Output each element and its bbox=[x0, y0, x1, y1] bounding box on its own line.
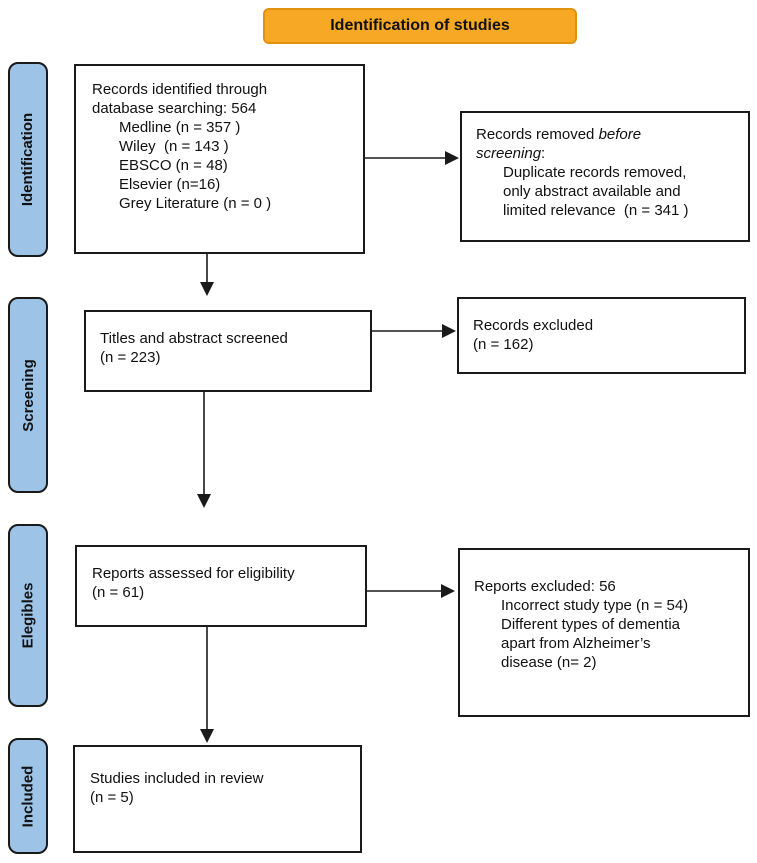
stage-label-elegibles: Elegibles bbox=[19, 582, 37, 649]
stage-label-identification: Identification bbox=[19, 112, 37, 207]
arrow-assessed-to-included bbox=[200, 627, 214, 743]
arrow-identified-to-screened bbox=[200, 254, 214, 296]
box-reports-assessed: Reports assessed for eligibility (n = 61… bbox=[75, 545, 367, 627]
box-records-identified: Records identified through database sear… bbox=[74, 64, 365, 254]
reports-assessed-text: Reports assessed for eligibility (n = 61… bbox=[92, 565, 295, 601]
diagram-title-label: Identification of studies bbox=[330, 17, 510, 34]
arrow-screened-to-excluded bbox=[372, 324, 456, 338]
reports-excluded-reason-1: Incorrect study type (n = 54) bbox=[501, 597, 689, 614]
records-removed-suffix: : bbox=[541, 145, 546, 162]
titles-screened-text: Titles and abstract screened (n = 223) bbox=[100, 330, 288, 366]
stage-tab-screening: Screening bbox=[8, 297, 48, 493]
box-records-removed: Records removed before screening: Duplic… bbox=[460, 111, 750, 242]
arrow-assessed-to-excluded bbox=[367, 584, 455, 598]
records-excluded-text: Records excluded (n = 162) bbox=[473, 317, 594, 353]
arrow-screened-to-assessed bbox=[197, 392, 211, 508]
source-medline: Medline (n = 357 ) bbox=[119, 119, 241, 136]
records-removed-prefix: Records removed bbox=[476, 126, 599, 143]
reports-excluded-reason-2: Different types of dementia apart from A… bbox=[501, 616, 680, 671]
box-titles-screened: Titles and abstract screened (n = 223) bbox=[84, 310, 372, 392]
source-wiley: Wiley (n = 143 ) bbox=[119, 138, 229, 155]
records-removed-italic: before screening bbox=[476, 126, 642, 162]
box-studies-included: Studies included in review (n = 5) bbox=[73, 745, 362, 853]
box-records-excluded: Records excluded (n = 162) bbox=[457, 297, 746, 374]
source-grey-literature: Grey Literature (n = 0 ) bbox=[119, 195, 272, 212]
records-removed-reason: Duplicate records removed, only abstract… bbox=[503, 164, 689, 219]
stage-tab-included: Included bbox=[8, 738, 48, 854]
stage-tab-identification: Identification bbox=[8, 62, 48, 257]
box-reports-excluded: Reports excluded: 56 Incorrect study typ… bbox=[458, 548, 750, 717]
source-ebsco: EBSCO (n = 48) bbox=[119, 157, 228, 174]
arrow-identified-to-removed bbox=[365, 151, 459, 165]
reports-excluded-text: Reports excluded: 56 bbox=[474, 578, 616, 595]
records-removed-text: Records removed before screening: bbox=[476, 125, 740, 163]
stage-label-screening: Screening bbox=[19, 358, 37, 432]
source-elsevier: Elsevier (n=16) bbox=[119, 176, 221, 193]
studies-included-text: Studies included in review (n = 5) bbox=[90, 770, 264, 806]
stage-tab-elegibles: Elegibles bbox=[8, 524, 48, 707]
records-identified-text: Records identified through database sear… bbox=[92, 81, 268, 117]
diagram-title: Identification of studies bbox=[263, 8, 577, 44]
stage-label-included: Included bbox=[19, 765, 37, 827]
